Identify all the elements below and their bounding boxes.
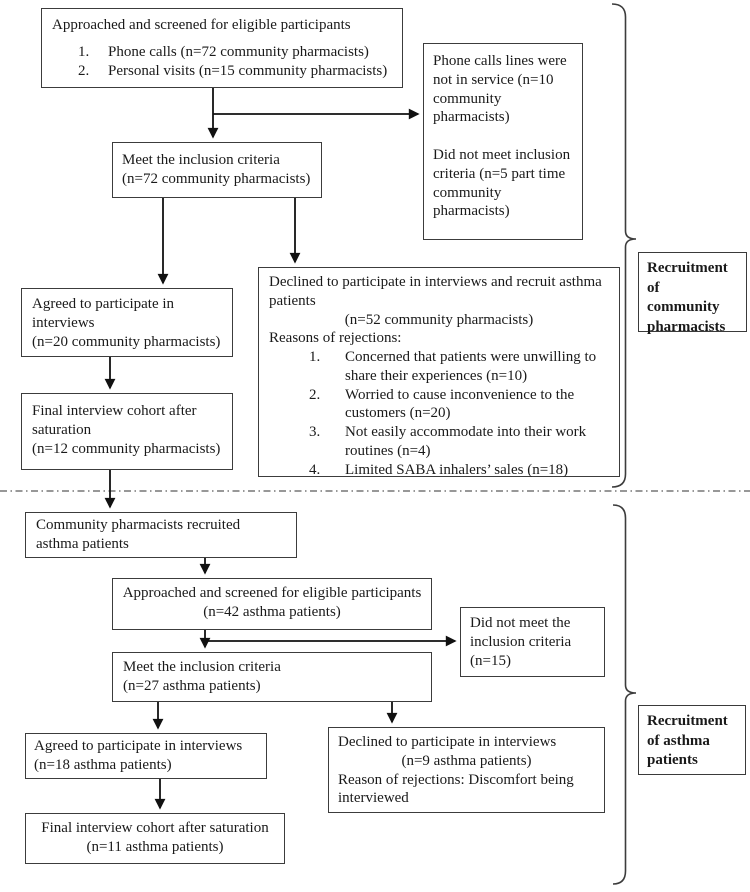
list-number: 2. [309,386,321,403]
list-item: 2. Personal visits (n=15 community pharm… [52,62,392,81]
label-line: Recruitment [647,260,728,276]
box-line: Meet the inclusion criteria [122,152,280,168]
box-count: (n=15) [470,652,511,669]
box-agreed-pharmacists: Agreed to participate in interviews (n=2… [21,288,233,357]
label-recruitment-pharmacists: Recruitment of community pharmacists [638,252,747,335]
box-line: Agreed to participate in interviews [32,296,175,331]
box-excluded-pharmacists: Phone calls lines were not in service (n… [423,43,583,240]
label-recruitment-patients: Recruitment of asthma patients [638,705,746,775]
label-line: patients [647,752,698,768]
list-text: Worried to cause inconvenience to the cu… [345,386,575,422]
list-number: 4. [309,461,321,478]
label-line: pharmacists [647,318,726,335]
box-count: (n=18 asthma patients) [34,756,172,773]
box-title: Approached and screened for eligible par… [52,17,351,33]
list-item: 1. Phone calls (n=72 community pharmacis… [52,43,392,62]
box-meet-criteria-patients: Meet the inclusion criteria (n=27 asthma… [112,652,432,702]
box-recruited-patients: Community pharmacists recruited asthma p… [25,512,297,558]
label-line: of [647,279,660,296]
box-final-cohort-patients: Final interview cohort after saturation … [25,813,285,864]
list-text: Phone calls (n=72 community pharmacists) [108,43,369,60]
reason-item: 3. Not easily accommodate into their wor… [269,423,609,461]
reason-item: 1. Concerned that patients were unwillin… [269,348,609,386]
excluded-reason-2: Did not meet inclusion criteria (n=5 par… [433,147,571,220]
list-number: 3. [309,424,321,440]
box-declined-patients: Declined to participate in interviews (n… [328,727,605,813]
box-line: Declined to participate in interviews [338,734,557,750]
label-line: of asthma [647,732,710,749]
list-text: Limited SABA inhalers’ sales (n=18) [345,461,569,478]
reasons-label: Reasons of rejections: [269,330,402,347]
box-line: Final interview cohort after saturation [32,403,197,438]
box-count: (n=20 community pharmacists) [32,333,221,350]
box-line: Approached and screened for eligible par… [122,585,422,601]
box-count: (n=42 asthma patients) [203,603,341,620]
box-line: Community pharmacists recruited asthma p… [36,517,241,552]
excluded-reason-1: Phone calls lines were not in service (n… [433,53,567,126]
list-number: 1. [309,349,321,365]
box-approached-patients: Approached and screened for eligible par… [112,578,432,630]
list-text: Personal visits (n=15 community pharmaci… [108,62,388,79]
reason-item: 2. Worried to cause inconvenience to the… [269,386,609,424]
list-number: 1. [78,43,90,60]
brace-patients [612,504,637,885]
box-line: Did not meet the inclusion criteria [470,615,572,650]
box-line: Reason of rejections: Discomfort being i… [338,771,574,807]
box-count: (n=27 asthma patients) [123,677,261,694]
box-count: (n=11 asthma patients) [86,838,224,855]
box-notmeet-patients: Did not meet the inclusion criteria (n=1… [460,607,605,677]
box-final-cohort-pharmacists: Final interview cohort after saturation … [21,393,233,470]
list-text: Concerned that patients were unwilling t… [345,349,597,384]
box-count: (n=12 community pharmacists) [32,440,221,457]
box-approached-pharmacists: Approached and screened for eligible par… [41,8,403,88]
box-title: Declined to participate in interviews an… [269,274,602,309]
reason-item: 4. Limited SABA inhalers’ sales (n=18) [269,461,609,480]
label-line: community [647,299,720,315]
box-count: (n=9 asthma patients) [401,752,532,769]
list-text: Not easily accommodate into their work r… [345,424,587,459]
box-count: (n=52 community pharmacists) [344,311,534,328]
box-agreed-patients: Agreed to participate in interviews (n=1… [25,733,267,779]
label-line: Recruitment [647,713,728,729]
list-number: 2. [78,62,90,79]
box-meet-criteria-pharmacists: Meet the inclusion criteria (n=72 commun… [112,142,322,198]
box-line: Agreed to participate in interviews [34,738,243,754]
box-declined-pharmacists: Declined to participate in interviews an… [258,267,620,480]
box-count: (n=72 community pharmacists) [122,170,311,187]
box-line: Meet the inclusion criteria [123,659,281,675]
box-line: Final interview cohort after saturation [41,820,269,836]
